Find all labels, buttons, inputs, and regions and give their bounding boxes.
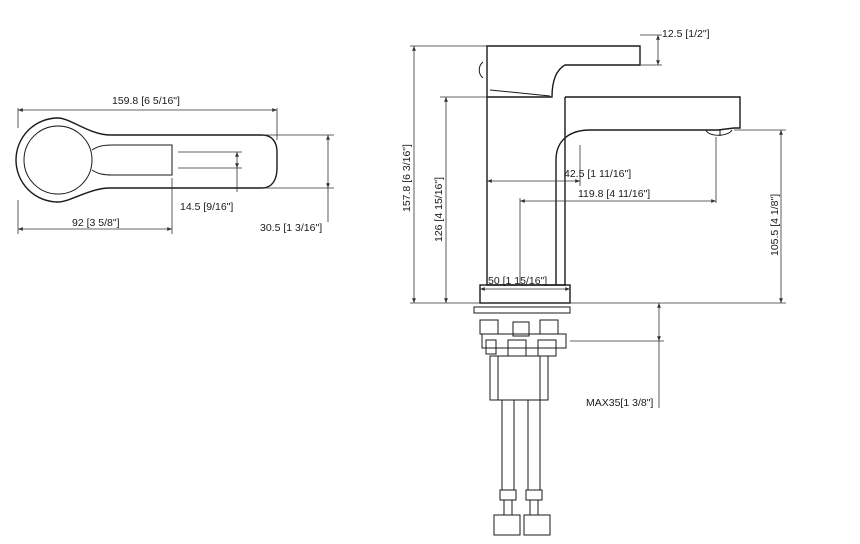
side-view-base (479, 284, 571, 304)
dim-overall-length: 159.8 [6 5/16"] (112, 95, 180, 107)
side-view-handle-base (489, 89, 551, 97)
top-view-inner-circle (23, 125, 93, 195)
dim-spout-height: 126 [4 15/16"] (433, 177, 445, 242)
top-view-slot (91, 144, 173, 176)
side-view-spout (555, 96, 741, 285)
dim-handle-offset: 12.5 [1/2"] (662, 28, 710, 40)
top-view: 159.8 [6 5/16"] 14.5 [9/16"] 92 [3 5/8"]… (15, 95, 334, 234)
dim-slot-offset: 14.5 [9/16"] (180, 201, 233, 213)
side-view-handle-knob (478, 61, 484, 79)
dim-aerator-height: 105.5 [4 1/8"] (769, 194, 781, 256)
mounting-hardware (473, 306, 571, 401)
dim-overall-height: 157.8 [6 3/16"] (401, 144, 413, 212)
dim-round-to-slot: 92 [3 5/8"] (72, 217, 120, 229)
side-view-handle (486, 45, 641, 98)
dim-handle-width: 30.5 [1 3/16"] (260, 222, 322, 234)
supply-hoses (493, 399, 551, 536)
dim-body-to-aerator: 42.5 [1 11/16"] (564, 168, 631, 180)
dim-base-diameter: 50 [1 15/16"] (488, 275, 547, 287)
side-view-aerator (705, 129, 733, 136)
dim-max-deck: MAX35[1 3/8"] (586, 397, 653, 409)
side-view: 12.5 [1/2"] 157.8 [6 3/16"] 126 [4 15/16… (401, 28, 786, 536)
dim-spout-reach: 119.8 [4 11/16"] (578, 188, 650, 200)
top-view-handle-outline (15, 117, 278, 203)
